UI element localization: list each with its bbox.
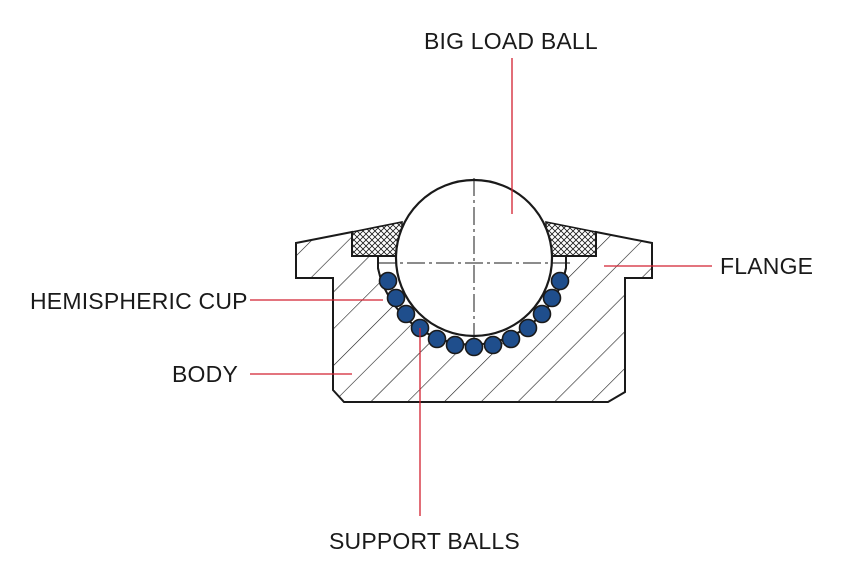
seal-ring-right <box>545 221 597 257</box>
big-load-ball-label: BIG LOAD BALL <box>424 28 598 54</box>
hemispheric-cup-label: HEMISPHERIC CUP <box>30 288 248 314</box>
support-ball <box>532 304 552 324</box>
support-ball <box>378 271 398 291</box>
big-load-ball <box>378 178 570 350</box>
support-ball <box>483 335 503 355</box>
support-ball <box>445 335 465 355</box>
support-balls-label: SUPPORT BALLS <box>329 528 520 554</box>
support-ball <box>464 337 484 357</box>
support-ball <box>396 304 416 324</box>
support-ball <box>518 318 538 338</box>
support-ball <box>427 329 447 349</box>
support-ball <box>501 329 521 349</box>
flange-label: FLANGE <box>720 253 814 279</box>
body-label: BODY <box>172 361 238 387</box>
seal-ring-left <box>351 221 403 257</box>
leader-lines <box>250 58 712 516</box>
support-ball <box>550 271 570 291</box>
support-ball <box>542 288 562 308</box>
support-ball <box>386 288 406 308</box>
